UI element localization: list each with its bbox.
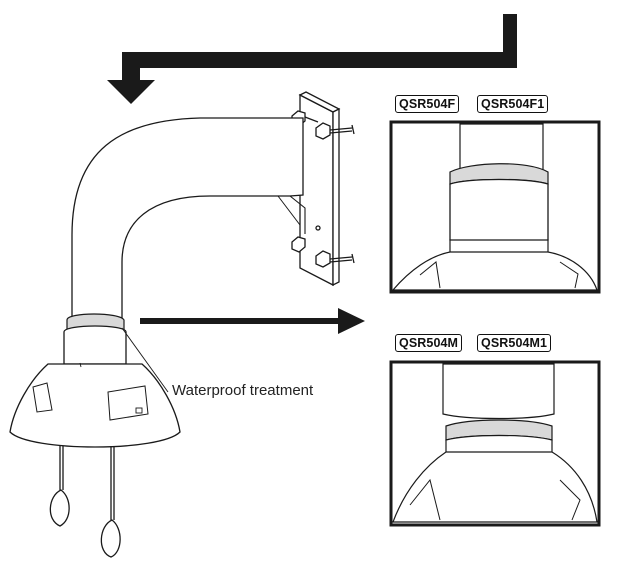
bolt-bottom-left [291, 236, 306, 253]
waterproof-treatment-label: Waterproof treatment [172, 382, 314, 399]
model-tag-qsr504m: QSR504M [395, 334, 463, 352]
mount-arm [71, 117, 306, 319]
bolt-bottom-right [315, 250, 355, 268]
bent-arrow-down [107, 14, 517, 104]
model-tag-qsr504m1: QSR504M1 [477, 334, 552, 352]
detail-box-bottom [389, 360, 601, 527]
model-tag-qsr504f1: QSR504F1 [477, 95, 549, 113]
safety-wire-left [49, 446, 70, 527]
callout-leader-line [121, 327, 169, 393]
arrow-right [140, 308, 365, 334]
detail-box-top [389, 120, 601, 294]
model-tag-qsr504f: QSR504F [395, 95, 460, 113]
safety-wire-right [100, 446, 121, 558]
pipe-collar [63, 325, 127, 370]
bolt-top-right [315, 122, 355, 140]
camera-housing [9, 362, 181, 448]
wall-mount-bracket [291, 91, 355, 287]
